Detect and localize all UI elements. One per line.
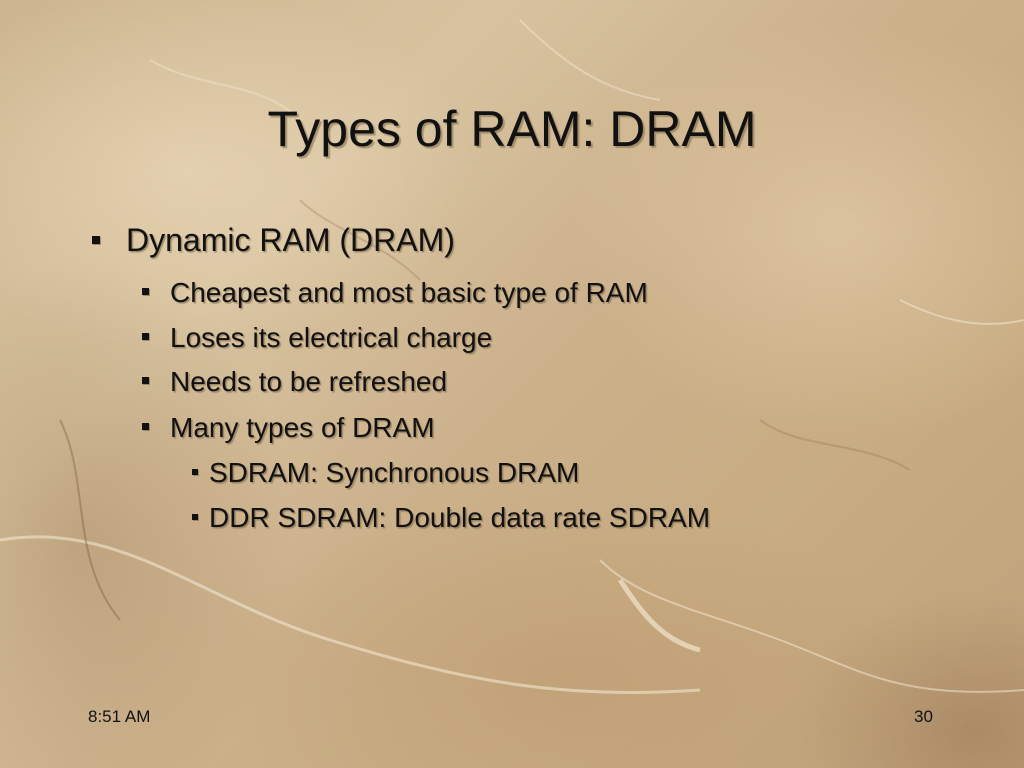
bullet-sdram: SDRAM: Synchronous DRAM (192, 457, 579, 489)
square-bullet-icon (142, 333, 149, 341)
bullet-text: Cheapest and most basic type of RAM (170, 277, 648, 308)
square-bullet-icon (142, 423, 149, 431)
bullet-refreshed: Needs to be refreshed (142, 366, 447, 398)
bullet-text: Dynamic RAM (DRAM) (126, 222, 455, 258)
bullet-cheapest: Cheapest and most basic type of RAM (142, 277, 648, 309)
bullet-text: SDRAM: Synchronous DRAM (209, 457, 580, 488)
bullet-text: Many types of DRAM (170, 412, 435, 443)
bullet-ddr-sdram: DDR SDRAM: Double data rate SDRAM (192, 502, 710, 534)
slide-title: Types of RAM: DRAM (267, 101, 757, 157)
bullet-text: DDR SDRAM: Double data rate SDRAM (209, 502, 711, 533)
square-bullet-icon (92, 235, 100, 244)
footer-page-number: 30 (914, 707, 933, 726)
bullet-loses-charge: Loses its electrical charge (142, 322, 492, 354)
bullet-text: Loses its electrical charge (170, 322, 493, 353)
footer-time: 8:51 AM (88, 707, 151, 726)
bullet-text: Needs to be refreshed (170, 366, 448, 397)
square-bullet-icon (192, 468, 198, 475)
bullet-dynamic-ram: Dynamic RAM (DRAM) (92, 222, 455, 259)
bullet-many-types: Many types of DRAM (142, 412, 435, 444)
square-bullet-icon (192, 513, 198, 520)
square-bullet-icon (142, 288, 149, 296)
square-bullet-icon (142, 377, 149, 385)
